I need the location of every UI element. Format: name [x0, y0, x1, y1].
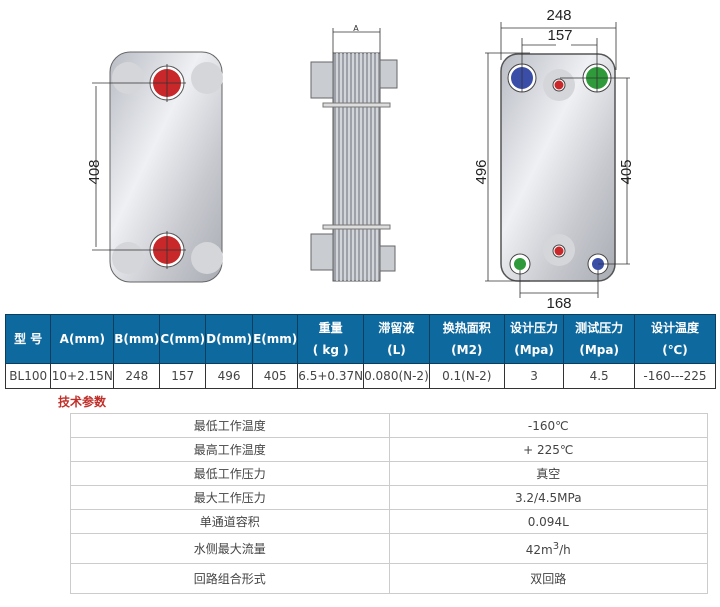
dim-405: 405: [618, 159, 635, 184]
front-view: 408: [86, 51, 223, 283]
param-label: 回路组合形式: [70, 563, 390, 594]
cell: 405: [252, 363, 299, 389]
side-view: A: [310, 24, 398, 282]
header-cell: 换热面积(M2): [428, 314, 505, 364]
param-label: 最低工作温度: [70, 413, 390, 438]
header-cell: 设计压力(Mpa): [503, 314, 565, 364]
header-cell: D(mm): [205, 314, 254, 364]
param-value: 真空: [388, 461, 708, 486]
param-label: 最低工作压力: [70, 461, 390, 486]
cell: 4.5: [563, 363, 635, 389]
section-title: 技术参数: [58, 395, 107, 409]
param-label: 单通道容积: [70, 509, 390, 534]
spec-table: 型 号 A(mm) B(mm) C(mm) D(mm) E(mm) 重量( kg…: [4, 314, 716, 389]
header-cell: 重量( kg ): [297, 314, 365, 364]
header-cell: 设计温度(℃): [634, 314, 716, 364]
table-row: 最高工作温度+ 225℃: [70, 437, 708, 462]
cell: 0.080(N-2): [363, 363, 430, 389]
header-cell: E(mm): [252, 314, 299, 364]
cell: 496: [205, 363, 254, 389]
param-value: 42m3/h: [388, 533, 708, 564]
cell: BL100: [4, 363, 52, 389]
cell: -160---225: [634, 363, 716, 389]
product-drawings: 408 A 248 157 496 405 168: [86, 7, 635, 312]
back-view: 248 157 496 405 168: [473, 7, 635, 312]
param-value: 0.094L: [388, 509, 708, 534]
header-cell: A(mm): [50, 314, 115, 364]
header-cell: B(mm): [113, 314, 161, 364]
cell: 157: [159, 363, 207, 389]
dim-248: 248: [546, 7, 571, 24]
param-value: -160℃: [388, 413, 708, 438]
param-value: 双回路: [388, 563, 708, 594]
cell: 6.5+0.37N: [297, 363, 365, 389]
cell: 0.1(N-2): [428, 363, 505, 389]
header-cell: 测试压力(Mpa): [563, 314, 635, 364]
dim-a: A: [353, 24, 359, 33]
param-label: 最高工作温度: [70, 437, 390, 462]
cell: 3: [503, 363, 565, 389]
table-row: BL100 10+2.15N 248 157 496 405 6.5+0.37N…: [4, 363, 716, 389]
cell: 248: [113, 363, 161, 389]
dim-168: 168: [546, 295, 571, 312]
param-label: 水侧最大流量: [70, 533, 390, 564]
header-cell: C(mm): [159, 314, 207, 364]
header-cell: 滞留液(L): [363, 314, 430, 364]
param-value: + 225℃: [388, 437, 708, 462]
header-cell: 型 号: [4, 314, 52, 364]
table-row: 回路组合形式双回路: [70, 563, 708, 594]
table-row: 最低工作温度-160℃: [70, 413, 708, 438]
dim-157: 157: [547, 27, 572, 44]
dim-496: 496: [473, 159, 490, 184]
spec-header-row: 型 号 A(mm) B(mm) C(mm) D(mm) E(mm) 重量( kg…: [4, 314, 716, 364]
table-row: 最低工作压力真空: [70, 461, 708, 486]
param-label: 最大工作压力: [70, 485, 390, 510]
cell: 10+2.15N: [50, 363, 115, 389]
dim-408: 408: [86, 159, 103, 184]
param-value: 3.2/4.5MPa: [388, 485, 708, 510]
params-table: 最低工作温度-160℃ 最高工作温度+ 225℃ 最低工作压力真空 最大工作压力…: [70, 413, 708, 594]
